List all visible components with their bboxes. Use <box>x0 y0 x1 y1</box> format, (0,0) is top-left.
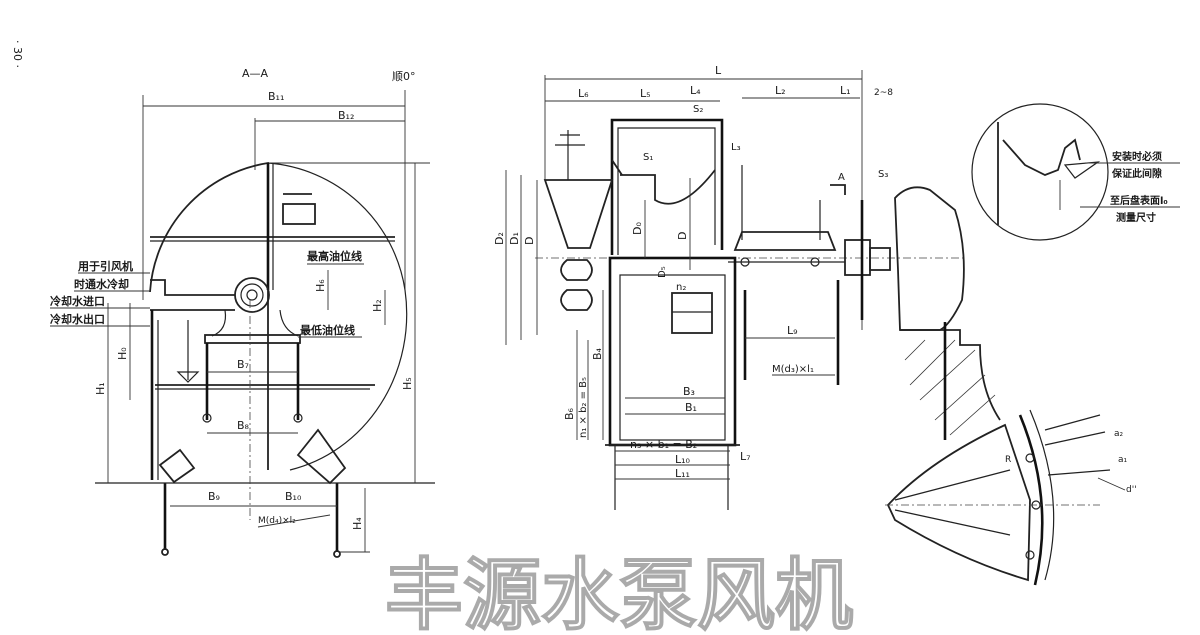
detail-note-1a: 安装时必须 <box>1112 150 1162 163</box>
dim-s3-label: S₃ <box>878 169 888 180</box>
section-mark-a: A <box>838 172 845 183</box>
housing-left <box>149 161 269 470</box>
dim-b6-label: B₆ <box>563 407 576 420</box>
dim-d5-label: D₅ <box>657 266 668 278</box>
dim-b1-label: B₁ <box>685 401 697 414</box>
dim-n3b1-label: n₃ × b₁ = B₂ <box>630 438 697 451</box>
bearing-icon <box>234 277 270 313</box>
detail-circle <box>971 103 1109 241</box>
bolt-label: M(d₄)×l₂ <box>258 516 296 526</box>
note-water-inlet: 冷却水进口 <box>50 294 105 308</box>
dim-l4-label: L₄ <box>690 84 701 97</box>
dim-h5-label: H₅ <box>401 377 414 390</box>
dim-d-outer-label: D <box>523 237 536 245</box>
dim-l3-label: L₃ <box>731 142 741 153</box>
dim-h0-label: H₀ <box>116 347 129 360</box>
side-view: L L₆ L₅ L₄ L₂ L₁ 2~8 S₂ L₃ S₁ S₃ A <box>493 64 1001 510</box>
rotation-label: 顺0° <box>392 70 416 83</box>
detail-note-2b: 测量尺寸 <box>1116 211 1156 224</box>
dim-l5-label: L₅ <box>640 87 651 100</box>
dim-h6-label: H₆ <box>314 279 327 292</box>
dim-l7-label: L₇ <box>740 450 751 463</box>
dim-b12-label: B₁₂ <box>338 109 354 122</box>
oil-low-label: 最低油位线 <box>300 323 355 337</box>
section-view: A—A 顺0° B₁₁ B₁₂ B₇ B₈ B₉ B₁₀ <box>50 67 435 558</box>
dim-s2-label: S₂ <box>693 104 703 115</box>
dim-l9-label: L₉ <box>787 324 798 337</box>
inlet-cone <box>543 179 614 249</box>
cone-a2-label: a₂ <box>1114 429 1124 439</box>
dim-d-label: D <box>676 232 689 240</box>
dim-l10-label: L₁₀ <box>675 453 691 466</box>
note-induced-fan: 用于引风机 <box>78 259 133 273</box>
bolt-d3-label: M(d₃)×l₁ <box>772 364 814 375</box>
dim-gap-label: 2~8 <box>874 88 893 98</box>
detail-note-1b: 保证此间隙 <box>1111 167 1162 180</box>
dim-d0-label: D₀ <box>631 222 644 235</box>
note-water-outlet: 冷却水出口 <box>50 312 105 326</box>
note-water-cooling: 时通水冷却 <box>74 277 129 291</box>
dim-h1-label: H₁ <box>94 382 107 395</box>
detail-note-2a: 至后盘表面l₀ <box>1110 194 1168 207</box>
dim-l-label: L <box>715 64 722 77</box>
page-number: · 30 · <box>11 40 24 68</box>
dim-b7-label: B₇ <box>237 358 249 371</box>
inlet-box <box>608 256 737 447</box>
dim-s1-label: S₁ <box>643 152 653 163</box>
dim-h2-label: H₂ <box>371 299 384 312</box>
dim-l2-label: L₂ <box>775 84 786 97</box>
cone-detail: R a₂ a₁ d'' <box>885 409 1137 586</box>
dim-b10-label: B₁₀ <box>285 490 302 503</box>
dim-d1-label: D₁ <box>508 232 521 245</box>
motor-icon <box>894 186 965 331</box>
dim-d2-label: D₂ <box>493 232 506 245</box>
clearance-detail: 安装时必须 保证此间隙 至后盘表面l₀ 测量尺寸 <box>971 103 1180 241</box>
dim-l1-label: L₁ <box>840 84 851 97</box>
dim-b9-label: B₉ <box>208 490 220 503</box>
dim-l6-label: L₆ <box>578 87 589 100</box>
cone-shape <box>886 423 1031 582</box>
dim-l11-label: L₁₁ <box>675 467 690 480</box>
section-title: A—A <box>242 67 269 80</box>
cone-r-label: R <box>1005 455 1011 465</box>
dim-n2-label: n₂ <box>676 282 686 293</box>
watermark: 丰源水泵风机 <box>385 550 853 635</box>
dim-b11-label: B₁₁ <box>268 90 284 103</box>
dim-n1b2-label: n₁ × b₂ = B₅ <box>578 377 589 438</box>
dim-b4-label: B₄ <box>591 347 604 360</box>
oil-high-label: 最高油位线 <box>307 249 362 263</box>
dim-b8-label: B₈ <box>237 419 250 432</box>
cone-d-label: d'' <box>1126 485 1137 495</box>
cone-a1-label: a₁ <box>1118 455 1128 465</box>
dim-b3-label: B₃ <box>683 385 695 398</box>
dim-h4-label: H₄ <box>351 517 364 530</box>
